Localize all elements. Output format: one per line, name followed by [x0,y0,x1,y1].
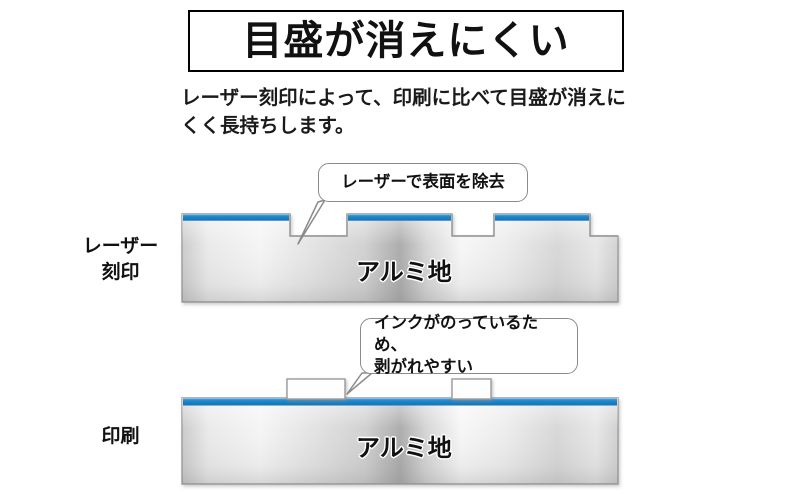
laser-coating-segment-1 [183,214,289,221]
laser-coating-segment-3 [495,214,589,221]
callout-laser-text: レーザーで表面を除去 [341,172,505,191]
callout-tail-laser [297,199,326,245]
row-label-laser: レーザー 刻印 [82,236,159,283]
laser-groove-2 [451,214,495,237]
material-label-print: アルミ地 [356,435,452,462]
row-label-print: 印刷 [101,426,140,447]
callout-print-text: インクがのっているため、 剥がれやすい [374,314,539,376]
laser-groove-1 [289,214,348,237]
laser-groove-3-right-step [589,214,618,237]
callout-tail-print [346,372,373,395]
ink-block-2 [451,378,492,400]
callout-print: インクがのっているため、 剥がれやすい [360,314,578,376]
ink-blocks-group [286,378,492,400]
print-coating-layer [183,398,617,406]
callout-laser: レーザーで表面を除去 [318,163,528,202]
description-text: レーザー刻印によって、印刷に比べて目盛が消えにくく長持ちします。 [181,87,626,137]
ink-block-1 [286,378,346,400]
material-label-laser: アルミ地 [356,259,452,286]
title-box: 目盛が消えにくい [188,10,624,72]
laser-coating-segment-2 [348,214,451,221]
page-title: 目盛が消えにくい [242,19,570,63]
